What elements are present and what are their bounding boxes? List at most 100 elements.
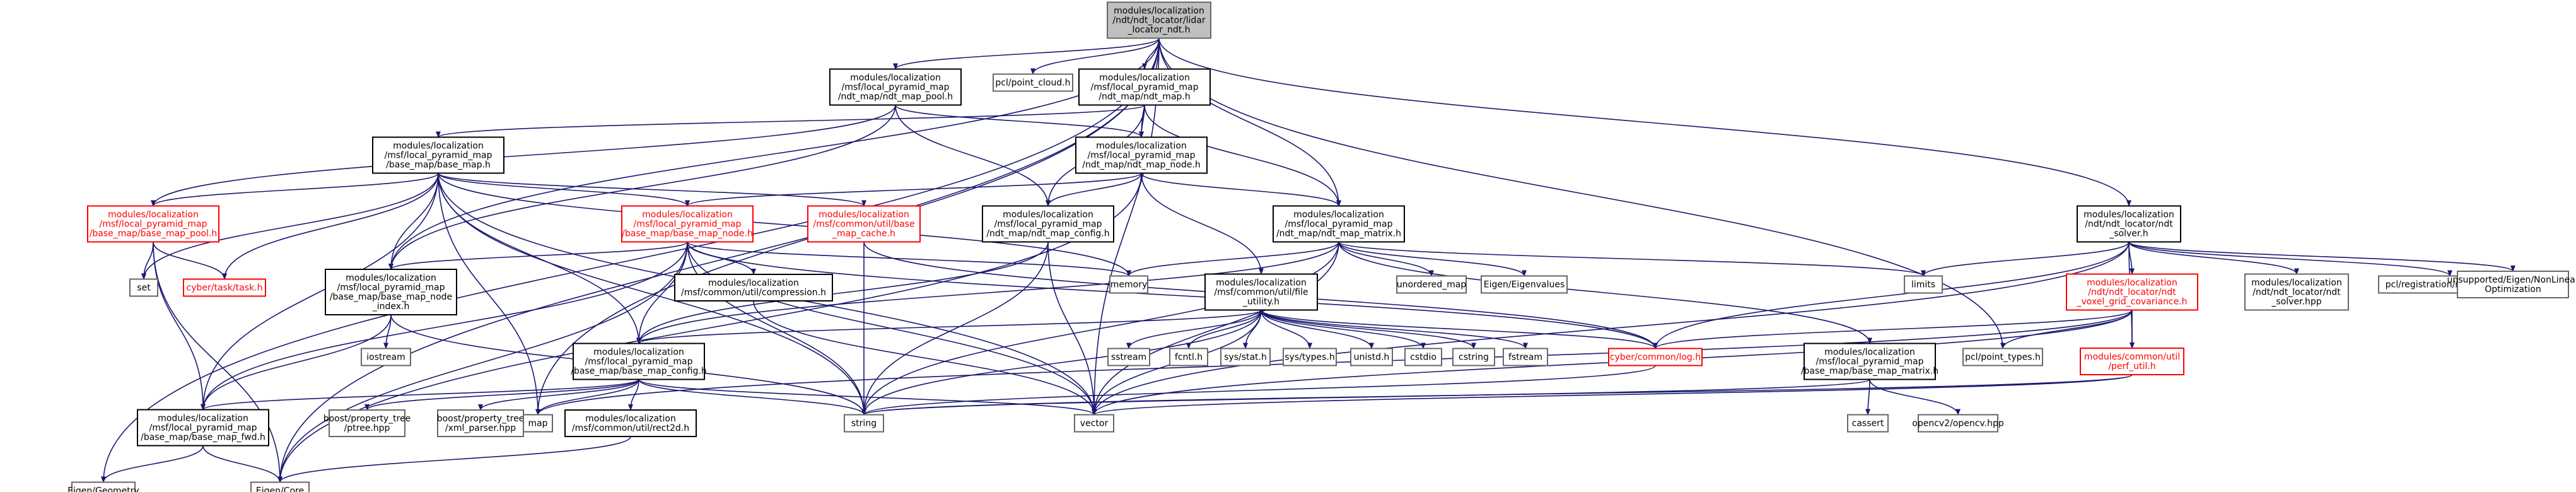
node-iostream[interactable]: iostream [361,348,411,366]
node-label-voxel-1: /ndt/ndt_locator/ndt [2088,288,2176,298]
node-limits[interactable]: limits [1904,275,1943,294]
node-solver_hpp[interactable]: modules/localization/ndt/ndt_locator/ndt… [2244,273,2349,311]
node-box-unistd [1350,348,1393,366]
edge-file_util-to-string [861,310,1262,416]
edge-base_node-to-node_index [388,241,688,270]
node-label-ndt_node-1: /msf/local_pyramid_map [1088,151,1196,161]
node-node_index[interactable]: modules/localization/msf/local_pyramid_m… [325,269,457,315]
node-unordered_map[interactable]: unordered_map [1396,275,1467,294]
edge-perf-to-string [861,374,2133,416]
edge-file_util-to-cstring [1261,310,1476,349]
node-sys_stat[interactable]: sys/stat.h [1220,348,1271,366]
node-label-fwd-2: /base_map/base_map_fwd.h [141,433,265,443]
node-string[interactable]: string [844,414,884,433]
node-fwd[interactable]: modules/localization/msf/local_pyramid_m… [137,409,269,447]
node-voxel[interactable]: modules/localization/ndt/ndt_locator/ndt… [2066,273,2198,311]
node-file_util[interactable]: modules/localization/msf/common/util/fil… [1204,273,1318,311]
node-set[interactable]: set [129,278,158,297]
node-lru_cache[interactable]: modules/localization/msf/common/util/bas… [807,205,921,243]
node-root[interactable]: modules/localization/ndt/ndt_locator/lid… [1107,1,1211,39]
node-opencv[interactable]: opencv2/opencv.hpp [1912,414,2004,433]
node-compression[interactable]: modules/localization/msf/common/util/com… [674,274,833,302]
node-base_node[interactable]: modules/localization/msf/local_pyramid_m… [621,205,754,243]
node-ndt_matrix[interactable]: modules/localization/msf/local_pyramid_m… [1273,205,1405,243]
node-label-ndt_map-1: /msf/local_pyramid_map [1091,83,1199,93]
node-ndt_cfg[interactable]: modules/localization/msf/local_pyramid_m… [982,205,1114,243]
node-eigenvalues[interactable]: Eigen/Eigenvalues [1481,275,1568,294]
edge-base_map-to-lru_cache [438,172,866,207]
edge-file_util-to-sstream [1126,310,1262,349]
edge-base_node-to-memory [687,241,1131,277]
node-solver[interactable]: modules/localization/ndt/ndt_locator/ndt… [2077,205,2181,243]
node-ptree[interactable]: boost/property_tree/ptree.hpp [323,409,411,437]
node-box-cstring [1452,348,1495,366]
node-fstream[interactable]: fstream [1503,348,1548,366]
node-xml_parser[interactable]: boost/property_tree/xml_parser.hpp [437,409,525,437]
node-map[interactable]: map [523,414,553,433]
node-eigen_core[interactable]: Eigen/Core [250,481,310,492]
node-box-map [523,414,553,433]
node-label-ndt_cfg-1: /msf/local_pyramid_map [994,220,1102,230]
node-box-compression [674,274,833,302]
node-label-node_index-1: /msf/local_pyramid_map [337,283,445,293]
edge-file_util-to-sys_types [1261,310,1312,349]
node-fcntl[interactable]: fcntl.h [1169,348,1208,366]
node-label-file_util-2: _utility.h [1242,297,1279,307]
edge-file_util-to-unistd [1261,310,1374,349]
node-label-pcl_pc-0: pcl/point_cloud.h [995,78,1070,88]
node-box-vector [1074,414,1114,433]
node-cstdio[interactable]: cstdio [1404,348,1442,366]
node-perf[interactable]: modules/common/util/perf_util.h [2080,348,2184,375]
node-pcl_types[interactable]: pcl/point_types.h [1962,348,2043,366]
edge-root-to-solver [1158,38,2131,207]
edge-map_config-to-xml_parser [478,379,639,411]
node-label-pool_ndt-2: /ndt_map/ndt_map_pool.h [838,92,953,102]
node-vector[interactable]: vector [1074,414,1114,433]
edge-compression-to-vector [753,300,1097,416]
node-base_pool[interactable]: modules/localization/msf/local_pyramid_m… [87,205,219,243]
edge-map_config-to-string [638,379,866,416]
node-cassert[interactable]: cassert [1847,414,1889,433]
node-label-root-2: _locator_ndt.h [1127,25,1190,35]
node-rect2d[interactable]: modules/localization/msf/common/util/rec… [564,409,697,437]
node-unistd[interactable]: unistd.h [1350,348,1393,366]
edge-map_config-to-ptree [364,378,639,411]
node-sstream[interactable]: sstream [1107,348,1150,366]
edge-pool_ndt-to-node_index [388,105,896,270]
edge-ndt_matrix-to-unordered_map [1338,242,1434,277]
node-cstring[interactable]: cstring [1452,348,1495,366]
node-log[interactable]: cyber/common/log.h [1608,348,1703,366]
node-pcl_pc[interactable]: pcl/point_cloud.h [993,73,1073,92]
node-label-node_index-0: modules/localization [346,273,436,283]
node-pool_ndt[interactable]: modules/localization/msf/local_pyramid_m… [829,68,962,106]
node-memory[interactable]: memory [1109,275,1148,294]
node-label-ndt_node-0: modules/localization [1096,141,1187,151]
node-base_matrix[interactable]: modules/localization/msf/local_pyramid_m… [1801,343,1938,380]
node-eigen_geom[interactable]: Eigen/Geometry [67,481,139,492]
node-box-iostream [361,348,411,366]
edge-rect2d-to-eigen_core [277,436,631,483]
edge-map_config-to-fwd [201,378,639,411]
node-ndt_node[interactable]: modules/localization/msf/local_pyramid_m… [1075,136,1208,174]
node-ndt_map[interactable]: modules/localization/msf/local_pyramid_m… [1078,68,1211,106]
node-box-solver_hpp [2244,273,2349,311]
node-task[interactable]: cyber/task/task.h [183,278,266,297]
node-box-nonlinear [2457,271,2569,298]
node-base_map[interactable]: modules/localization/msf/local_pyramid_m… [372,136,504,174]
node-box-task [183,278,266,297]
node-box-cstdio [1404,348,1442,366]
edge-base_map-to-task [222,173,439,280]
node-label-base_matrix-0: modules/localization [1824,348,1915,358]
node-label-cstring-0: cstring [1459,353,1489,363]
node-label-root-1: /ndt/ndt_locator/lidar [1112,16,1205,26]
node-label-voxel-0: modules/localization [2087,278,2177,288]
node-label-rect2d-1: /msf/common/util/rect2d.h [572,423,689,433]
node-label-ndt_matrix-2: /ndt_map/ndt_map_matrix.h [1276,229,1401,239]
node-label-limits-0: limits [1911,280,1935,290]
edge-ndt_matrix-to-memory [1126,242,1339,277]
node-sys_types[interactable]: sys/types.h [1283,348,1337,366]
node-map_config[interactable]: modules/localization/msf/local_pyramid_m… [571,343,707,380]
node-box-pool_ndt [829,68,962,106]
node-label-eigenvalues-0: Eigen/Eigenvalues [1484,280,1565,290]
